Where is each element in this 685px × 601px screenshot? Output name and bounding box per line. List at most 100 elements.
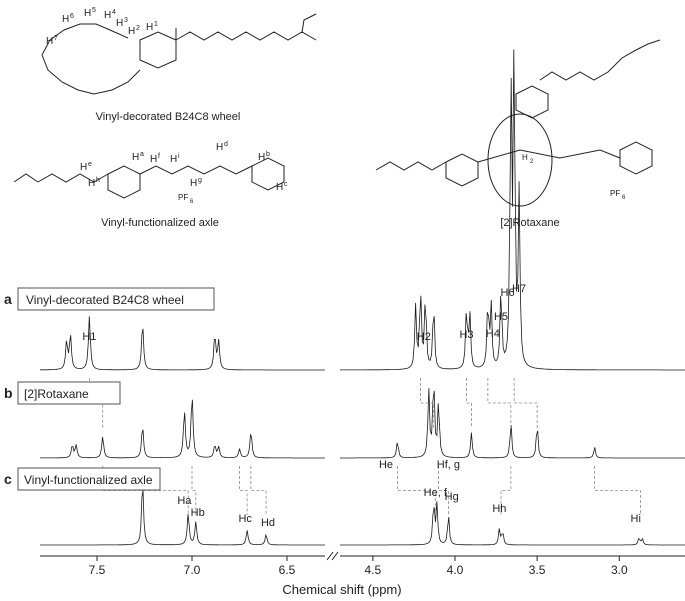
spectrum-c-segment-1 — [340, 501, 685, 546]
rotaxane-caption: [2]Rotaxane — [500, 217, 559, 229]
wheel-vinyl — [301, 13, 317, 33]
x-tick-label: 4.5 — [365, 563, 382, 577]
svg-text:H: H — [216, 142, 223, 153]
correlation-line — [513, 378, 538, 428]
svg-text:H: H — [116, 18, 123, 29]
correlation-line — [191, 466, 197, 515]
benzo-ring — [139, 31, 177, 69]
svg-text:6: 6 — [70, 13, 74, 20]
spectrum-b-segment-1 — [340, 387, 685, 459]
wheel-structure — [41, 13, 317, 95]
svg-text:4: 4 — [112, 9, 116, 16]
panel-b-title: [2]Rotaxane — [24, 387, 89, 401]
axle-chain-mid — [139, 165, 253, 175]
rotaxane-axle-right — [477, 149, 621, 163]
correlation-line — [466, 378, 472, 428]
svg-text:2: 2 — [530, 159, 534, 165]
rotaxane-axle-left — [375, 161, 447, 171]
spectrum-b-segment-0 — [39, 399, 325, 459]
rotaxane-ring-right — [619, 141, 653, 175]
svg-text:H: H — [88, 178, 95, 189]
svg-text:H: H — [258, 152, 265, 163]
svg-text:H: H — [170, 154, 177, 165]
spectrum-c — [40, 490, 685, 546]
axle-vinyl — [13, 173, 39, 183]
peak-label-a: H3 — [459, 329, 473, 341]
crown-ether-ring — [41, 23, 141, 95]
svg-text:H: H — [150, 154, 157, 165]
peak-label-c: Hg — [445, 491, 459, 503]
peak-label-c: Hd — [261, 517, 275, 529]
axis-break — [326, 551, 339, 561]
svg-text:H: H — [84, 8, 91, 19]
correlation-line — [397, 466, 436, 515]
svg-text:a: a — [140, 151, 144, 158]
svg-text:H: H — [522, 153, 528, 162]
svg-text:H: H — [80, 162, 87, 173]
spectrum-a-segment-0 — [39, 316, 325, 371]
svg-text:c: c — [284, 181, 288, 188]
axle-structure — [13, 157, 285, 199]
axle-chain-left — [37, 173, 109, 183]
svg-text:g: g — [198, 177, 202, 184]
peak-label-c: Hh — [492, 503, 506, 515]
svg-text:H: H — [46, 36, 53, 47]
peak-label-c: He, f — [424, 487, 448, 499]
peak-label-c: Hi — [631, 513, 641, 525]
panel-c-label: c Vinyl-functionalized axle — [4, 467, 161, 491]
svg-text:i: i — [178, 153, 180, 160]
svg-text:6: 6 — [622, 195, 626, 201]
spectrum-b — [39, 387, 685, 459]
rotaxane-top-chain — [539, 39, 661, 81]
spectrum-a — [39, 49, 685, 371]
svg-text:6: 6 — [190, 199, 194, 205]
correlation-line — [487, 378, 512, 428]
rotaxane-ring-left — [445, 153, 479, 187]
svg-text:H: H — [132, 152, 139, 163]
x-tick-label: 3.5 — [529, 563, 546, 577]
correlation-lines — [89, 378, 642, 515]
x-tick-label: 7.0 — [184, 563, 201, 577]
correlation-line — [239, 466, 248, 515]
panel-a-title: Vinyl-decorated B24C8 wheel — [26, 293, 184, 307]
spectrum-a-segment-1 — [340, 49, 685, 371]
wheel-caption: Vinyl-decorated B24C8 wheel — [96, 111, 241, 123]
nmr-spectra — [39, 49, 685, 546]
correlation-line — [500, 466, 512, 515]
axle-ring-right — [251, 157, 285, 191]
svg-text:h: h — [96, 177, 100, 184]
correlation-line — [438, 466, 449, 515]
wheel-ester-chain — [175, 31, 317, 41]
svg-text:1: 1 — [154, 21, 158, 28]
x-tick-label: 4.0 — [447, 563, 464, 577]
svg-text:a: a — [4, 291, 12, 307]
peak-label-a: H6 — [501, 287, 515, 299]
x-tick-label: 7.5 — [89, 563, 106, 577]
rotaxane-crown — [487, 113, 553, 207]
svg-text:H: H — [146, 22, 153, 33]
panel-c-title: Vinyl-functionalized axle — [24, 473, 153, 487]
svg-text:H: H — [190, 178, 197, 189]
peak-label-c: Hc — [238, 513, 252, 525]
peak-label-c: Hb — [191, 507, 205, 519]
svg-text:5: 5 — [92, 7, 96, 14]
svg-text:c: c — [4, 471, 12, 487]
peak-label-a: H2 — [417, 331, 431, 343]
panel-a-label: a Vinyl-decorated B24C8 wheel — [4, 287, 215, 311]
svg-text:PF: PF — [610, 189, 620, 198]
axle-ring-left — [107, 165, 141, 199]
x-tick-label: 6.5 — [279, 563, 296, 577]
peak-label-a: H4 — [486, 328, 500, 340]
svg-text:f: f — [158, 153, 160, 160]
svg-text:d: d — [224, 141, 228, 148]
peak-label-a: H7 — [512, 283, 526, 295]
axle-caption: Vinyl-functionalized axle — [101, 217, 219, 229]
rotaxane-benzo-ring — [515, 85, 549, 119]
rotaxane-structure — [375, 39, 661, 207]
peak-label-a: H5 — [494, 311, 508, 323]
svg-text:7: 7 — [54, 35, 58, 42]
